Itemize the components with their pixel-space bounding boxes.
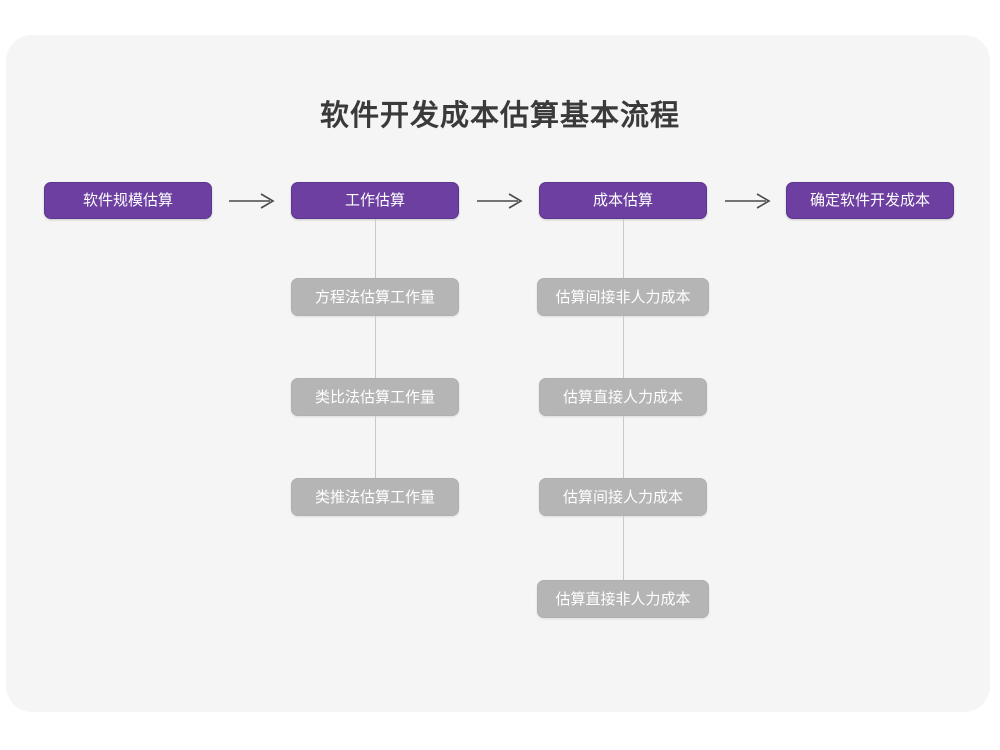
connector-branch2-seg1 [623, 219, 624, 278]
page-title: 软件开发成本估算基本流程 [319, 100, 680, 132]
arrow-right-icon-2 [476, 189, 524, 213]
main-step-3[interactable]: 成本估算 [539, 182, 707, 219]
main-step-4[interactable]: 确定软件开发成本 [786, 182, 954, 219]
connector-branch2-seg4 [623, 516, 624, 580]
content-card [6, 35, 990, 712]
branch1-item-3[interactable]: 类推法估算工作量 [291, 478, 459, 516]
connector-branch1-seg1 [375, 219, 376, 278]
connector-branch1-seg3 [375, 416, 376, 478]
connector-branch2-seg3 [623, 416, 624, 478]
main-step-2[interactable]: 工作估算 [291, 182, 459, 219]
branch1-item-1[interactable]: 方程法估算工作量 [291, 278, 459, 316]
arrow-right-icon-1 [228, 189, 276, 213]
main-step-1[interactable]: 软件规模估算 [44, 182, 212, 219]
branch2-item-1[interactable]: 估算间接非人力成本 [537, 278, 709, 316]
arrow-right-icon-3 [724, 189, 772, 213]
branch2-item-4[interactable]: 估算直接非人力成本 [537, 580, 709, 618]
branch2-item-3[interactable]: 估算间接人力成本 [539, 478, 707, 516]
connector-branch2-seg2 [623, 316, 624, 378]
connector-branch1-seg2 [375, 316, 376, 378]
branch2-item-2[interactable]: 估算直接人力成本 [539, 378, 707, 416]
branch1-item-2[interactable]: 类比法估算工作量 [291, 378, 459, 416]
